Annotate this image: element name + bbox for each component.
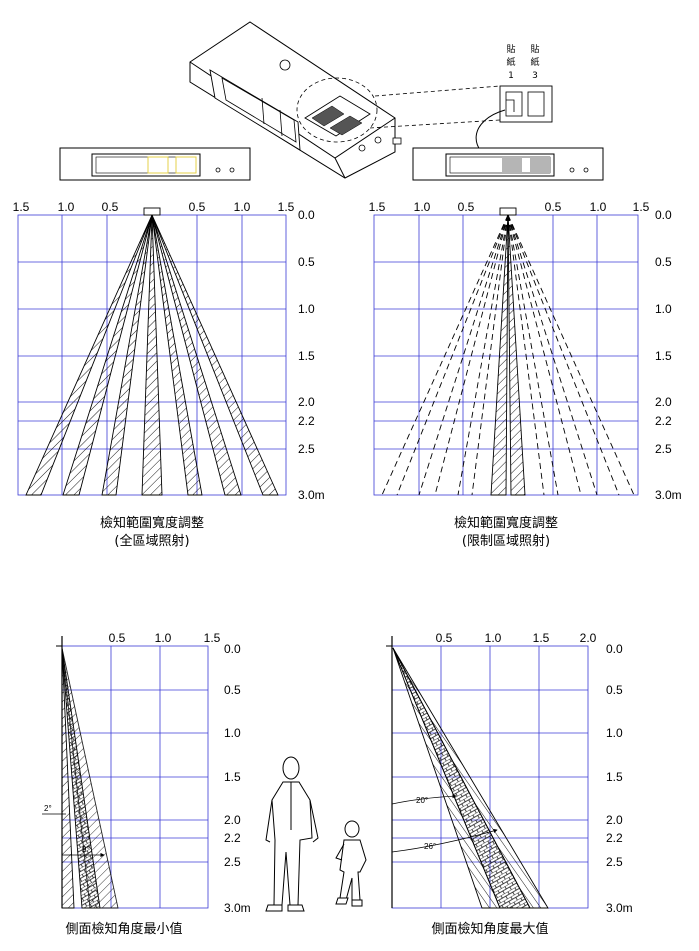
sensor-head [499, 207, 517, 216]
sticker-label-3-line-2: 紙 [530, 56, 539, 68]
detection-beams-full [25, 214, 279, 496]
depth-label: 3.0m [298, 488, 325, 502]
detection-beams-limited-active [490, 214, 526, 496]
depth-label: 0.5 [298, 255, 315, 269]
caption-line-1: 檢知範圍寬度調整 [100, 515, 204, 531]
side-beams-min [61, 647, 119, 909]
angle-label: 2° [44, 804, 52, 813]
depth-label: 2.0 [655, 395, 672, 409]
depth-label: 1.0 [655, 302, 672, 316]
angle-label: 9° [82, 845, 90, 854]
sticker-label-1-line-1: 貼 [506, 43, 515, 55]
depth-label: 0.0 [655, 208, 672, 222]
top-label: 2.0 [580, 631, 597, 645]
depth-label: 0.0 [606, 642, 623, 656]
depth-label: 2.2 [655, 414, 672, 428]
angle-label: 20° [416, 796, 428, 805]
depth-label: 1.5 [606, 770, 623, 784]
depth-label: 1.5 [655, 349, 672, 363]
top-label: 1.5 [278, 200, 295, 214]
side-panel-max-angle: 20° 26° 0.5 1.0 1.5 2.0 0.0 0.5 1.0 1.5 … [386, 631, 633, 937]
depth-label: 2.5 [606, 855, 623, 869]
sensor-head [143, 207, 161, 216]
depth-label: 0.5 [655, 255, 672, 269]
top-label: 1.0 [58, 200, 75, 214]
top-label: 1.0 [590, 200, 607, 214]
caption: 側面檢知角度最大值 [431, 921, 548, 937]
top-label: 0.5 [109, 631, 126, 645]
top-label: 1.5 [633, 200, 650, 214]
sticker-label-1-line-3: 1 [508, 71, 514, 81]
front-view-full-area [59, 147, 251, 181]
top-label: 1.5 [204, 631, 221, 645]
depth-label: 0.0 [298, 208, 315, 222]
top-label: 0.5 [458, 200, 475, 214]
person-adult-figure [265, 756, 319, 912]
sticker-label-3-line-1: 貼 [530, 43, 539, 55]
depth-label: 1.5 [224, 770, 241, 784]
side-beams-max [392, 647, 549, 909]
top-label: 1.0 [485, 631, 502, 645]
top-label: 0.5 [189, 200, 206, 214]
top-label: 1.0 [155, 631, 172, 645]
depth-label: 1.0 [606, 726, 623, 740]
angle-markers-min [42, 813, 105, 858]
depth-label: 0.5 [224, 683, 241, 697]
sensor-device-illustration [189, 21, 553, 179]
depth-label: 1.0 [224, 726, 241, 740]
front-view-limited-area [412, 147, 604, 181]
top-label: 1.5 [533, 631, 550, 645]
depth-label: 2.5 [224, 855, 241, 869]
depth-label: 0.5 [606, 683, 623, 697]
depth-label: 2.5 [655, 442, 672, 456]
depth-label: 2.0 [606, 813, 623, 827]
person-child-figure [335, 820, 367, 907]
top-label: 0.5 [436, 631, 453, 645]
angle-markers-max [391, 794, 498, 853]
top-label: 1.0 [414, 200, 431, 214]
depth-label: 2.2 [606, 831, 623, 845]
depth-label: 2.0 [298, 395, 315, 409]
top-label: 0.5 [102, 200, 119, 214]
depth-label: 0.0 [224, 642, 241, 656]
depth-label: 2.2 [224, 831, 241, 845]
detection-beams-limited-dashed [381, 214, 635, 496]
caption-line-2: (全區域照射) [114, 533, 189, 549]
depth-label: 3.0m [606, 901, 633, 915]
top-panel-full-area: 1.5 1.0 0.5 0.5 1.0 1.5 0.0 0.5 1.0 1.5 … [13, 200, 325, 549]
caption: 側面檢知角度最小值 [65, 921, 182, 937]
angle-label: 26° [424, 842, 436, 851]
top-label: 1.5 [13, 200, 30, 214]
side-panel-min-angle: 2° 9° 0.5 1.0 1.5 0.0 0.5 1.0 1.5 2.0 2.… [42, 631, 251, 937]
depth-label: 2.2 [298, 414, 315, 428]
caption-line-2: (限制區域照射) [462, 533, 550, 549]
depth-label: 1.5 [298, 349, 315, 363]
depth-label: 3.0m [224, 901, 251, 915]
sticker-labels: 貼 紙 1 貼 紙 3 [506, 43, 539, 81]
depth-label: 3.0m [655, 488, 682, 502]
top-label: 0.5 [545, 200, 562, 214]
depth-label: 2.5 [298, 442, 315, 456]
depth-label: 2.0 [224, 813, 241, 827]
depth-label: 1.0 [298, 302, 315, 316]
sticker-label-3-line-3: 3 [532, 71, 538, 81]
top-panel-limited-area: 1.5 1.0 0.5 0.5 1.0 1.5 0.0 0.5 1.0 1.5 … [369, 200, 682, 549]
caption-line-1: 檢知範圍寬度調整 [454, 515, 558, 531]
sticker-label-1-line-2: 紙 [506, 56, 515, 68]
top-label: 1.0 [234, 200, 251, 214]
top-label: 1.5 [369, 200, 386, 214]
